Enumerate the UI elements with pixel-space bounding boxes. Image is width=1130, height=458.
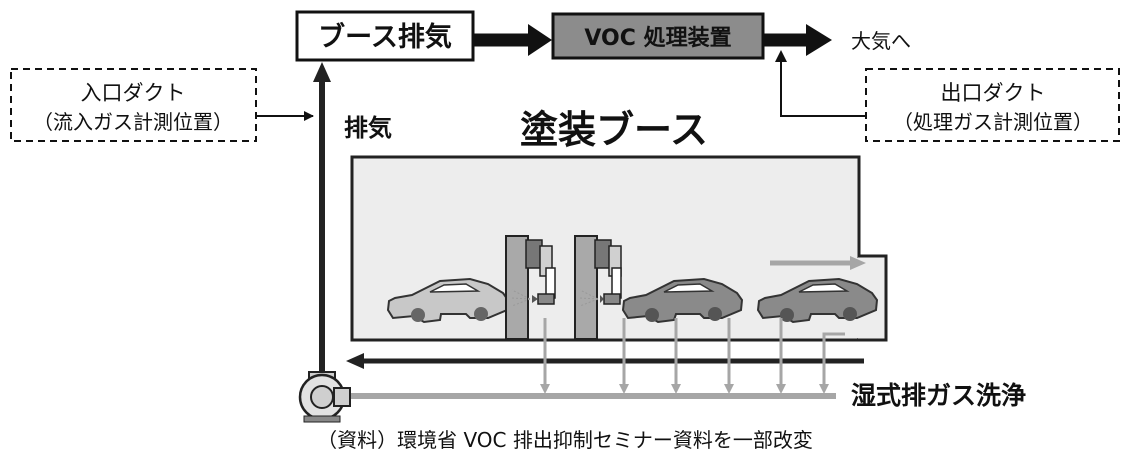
outlet-duct-line1: 出口ダクト [941, 81, 1046, 105]
paint-robot-right [574, 235, 622, 340]
voc-treatment-box [551, 12, 765, 60]
exhaust-box [295, 10, 475, 62]
to-atmosphere-label: 大気へ [851, 29, 911, 53]
voc-treatment-label: VOC 処理装置 [584, 25, 731, 51]
wet-scrubber-label: 湿式排ガス洗浄 [851, 381, 1026, 410]
inlet-duct-box [10, 68, 257, 142]
car-painted-1 [621, 277, 744, 324]
exhaust-duct-arrowhead [313, 62, 331, 82]
conveyor-arrow-head [850, 256, 866, 270]
drain-pipes [540, 318, 845, 394]
outlet-pointer-head [775, 50, 787, 62]
source-caption: （資料）環境省 VOC 排出抑制セミナー資料を一部改変 [317, 428, 813, 452]
outlet-pointer-line [780, 58, 866, 117]
inlet-duct-line2: （流入ガス計測位置） [33, 110, 233, 134]
flow-arrow-to-atmosphere-head [806, 24, 832, 56]
car-unpainted [386, 277, 510, 324]
inlet-duct-line1: 入口ダクト [81, 81, 186, 105]
exhaust-label: 排気 [344, 114, 392, 142]
outlet-duct-line2: （処理ガス計測位置） [893, 110, 1093, 134]
exhaust-fan-icon [298, 371, 351, 423]
outlet-duct-box [865, 68, 1120, 142]
flow-arrow-to-voc-head [528, 24, 552, 56]
booth-title: 塗装ブース [520, 108, 708, 152]
paint-robot-left [505, 235, 556, 340]
exhaust-collection-head [346, 353, 364, 369]
exhaust-box-label: ブース排気 [318, 21, 452, 53]
car-painted-2 [756, 277, 879, 324]
